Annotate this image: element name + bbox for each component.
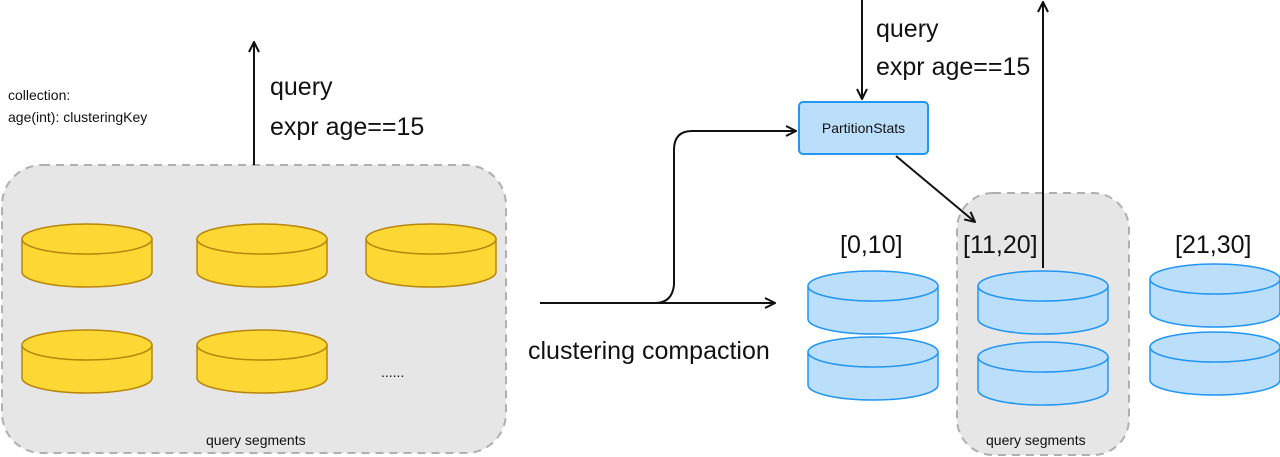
partition-cylinder [807, 336, 939, 401]
range-label: [11,20] [963, 231, 1038, 259]
partition-stats-box [798, 101, 929, 155]
segment-cylinder [196, 223, 328, 288]
compaction-label: clustering compaction [528, 337, 770, 365]
left-segments-caption: query segments [206, 432, 306, 448]
collection-label: collection: [8, 87, 71, 103]
range-label: [21,30] [1175, 231, 1252, 259]
segment-cylinder [21, 329, 153, 394]
partition-cylinder [977, 270, 1109, 335]
segment-cylinder [365, 223, 497, 288]
left-query-label: query [270, 73, 333, 101]
partition-cylinder [977, 341, 1109, 406]
right-segments-caption: query segments [986, 432, 1086, 448]
partition-cylinder [807, 270, 939, 335]
partition-cylinder [1149, 263, 1280, 328]
segment-cylinder [196, 329, 328, 394]
stats-route-arrow [895, 155, 975, 222]
stats-branch-arrow [654, 131, 796, 304]
left-segment-group [1, 164, 507, 454]
ellipsis-label: ...... [381, 364, 405, 380]
segment-cylinder [21, 223, 153, 288]
right-expr-label: expr age==15 [876, 53, 1031, 81]
left-expr-label: expr age==15 [270, 113, 425, 141]
partition-stats-label: PartitionStats [821, 120, 906, 136]
right-query-label: query [876, 15, 939, 43]
range-label: [0,10] [840, 231, 903, 259]
partition-cylinder [1149, 331, 1280, 396]
clustering-key-label: age(int): clusteringKey [8, 109, 148, 125]
